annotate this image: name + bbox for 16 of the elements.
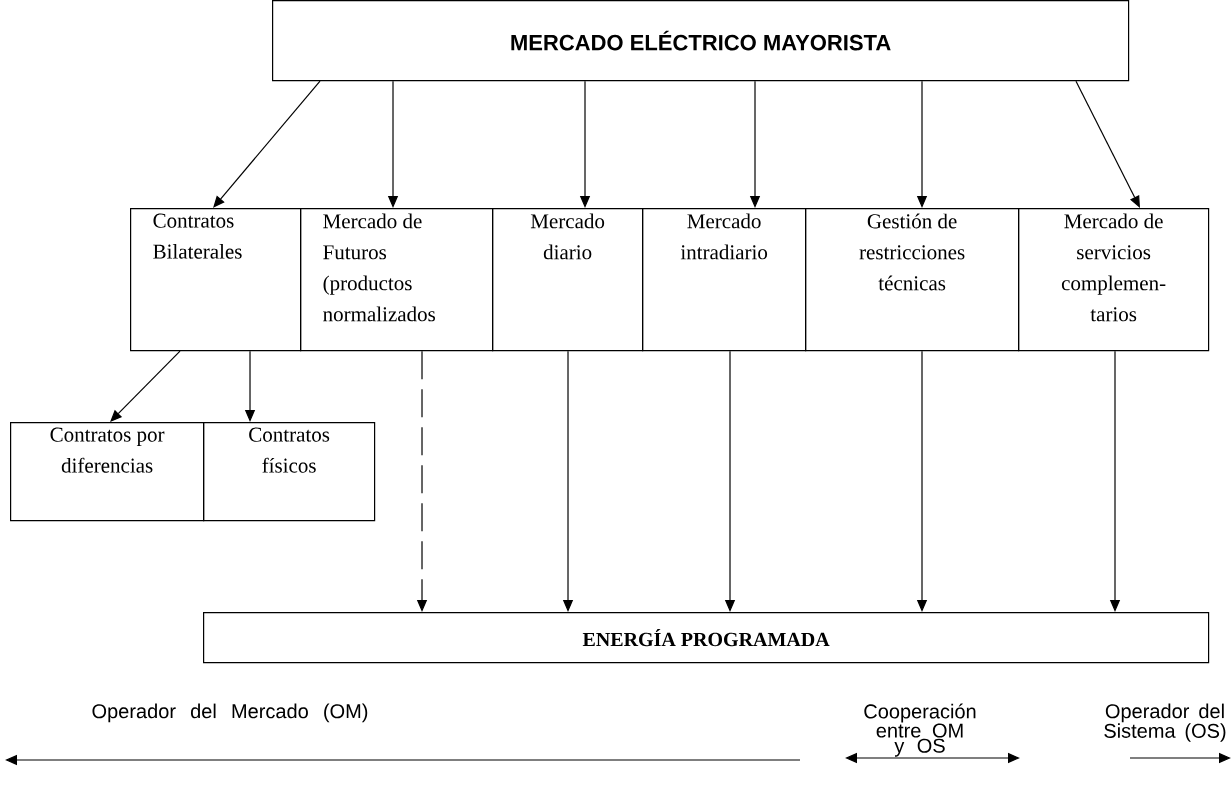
- result-box: ENERGÍA PROGRAMADA: [203, 612, 1210, 664]
- contract-cell: Contratos por diferencias: [10, 422, 205, 522]
- market-cell: Contratos Bilaterales: [130, 208, 302, 352]
- market-cell: Mercado de servicios complemen- tarios: [1018, 208, 1210, 352]
- arrow: [213, 80, 321, 208]
- role-label: Cooperación entre OM y OS: [864, 703, 976, 757]
- market-cell: Mercado diario: [492, 208, 644, 352]
- arrow: [110, 350, 181, 422]
- market-cell: Gestión de restricciones técnicas: [805, 208, 1020, 352]
- market-cell: Mercado de Futuros (productos normalizados: [300, 208, 494, 352]
- market-cell: Mercado intradiario: [642, 208, 807, 352]
- arrow: [1075, 80, 1140, 208]
- contract-cell: Contratos físicos: [203, 422, 376, 522]
- role-label: Operador del Sistema (OS): [1104, 703, 1226, 742]
- title-box: MERCADO ELÉCTRICO MAYORISTA: [272, 0, 1130, 82]
- role-label: Operador del Mercado (OM): [92, 703, 368, 723]
